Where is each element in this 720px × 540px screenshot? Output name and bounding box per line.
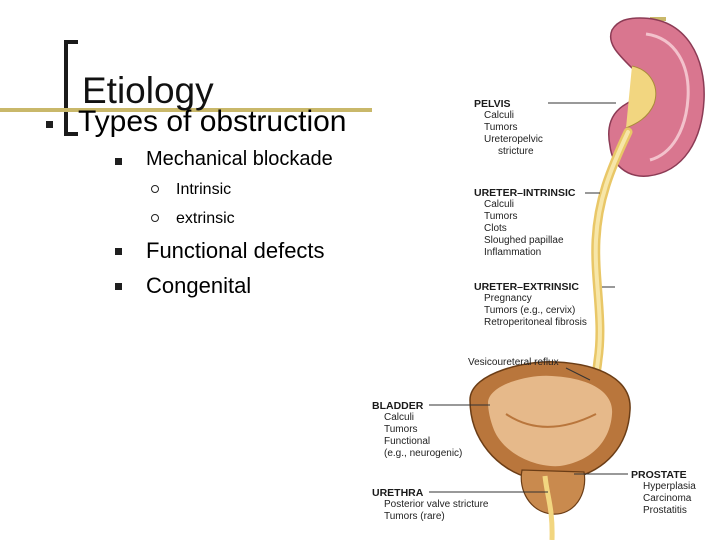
- bladder-header: BLADDER: [372, 400, 424, 412]
- prostate-item: Carcinoma: [643, 493, 692, 504]
- ureter-extrinsic-header: URETER–EXTRINSIC: [474, 281, 580, 293]
- sub-sub-bullet-extrinsic: extrinsic: [176, 210, 235, 227]
- bullet-square-icon: [115, 158, 122, 165]
- main-bullet-text: Types of obstruction: [78, 105, 347, 138]
- pelvis-item: Tumors: [484, 122, 518, 133]
- prostate-header: PROSTATE: [631, 469, 687, 481]
- sub-bullet-congenital: Congenital: [146, 273, 252, 298]
- bladder-item: (e.g., neurogenic): [384, 448, 463, 459]
- pelvis-header: PELVIS: [474, 98, 511, 110]
- ureter-intrinsic-item: Calculi: [484, 199, 515, 210]
- pelvis-item: stricture: [498, 146, 534, 157]
- prostate-label: PROSTATE Hyperplasia Carcinoma Prostatit…: [631, 469, 696, 517]
- ureter-extrinsic-item: Pregnancy: [484, 293, 532, 304]
- urethra-header: URETHRA: [372, 487, 424, 499]
- bladder-item: Functional: [384, 436, 431, 447]
- sub-sub-bullet-intrinsic: Intrinsic: [176, 181, 232, 198]
- vesicoureteral-label: Vesicoureteral reflux: [468, 357, 559, 368]
- bullet-square-icon: [115, 283, 122, 290]
- ureter-intrinsic-label: URETER–INTRINSIC Calculi Tumors Clots Sl…: [474, 187, 576, 259]
- bladder-label: BLADDER Calculi Tumors Functional (e.g.,…: [372, 400, 462, 460]
- ureter-intrinsic-item: Clots: [484, 223, 507, 234]
- bullet-square-icon: [46, 121, 53, 128]
- slide-title: Etiology: [82, 70, 214, 111]
- urethra-item: Tumors (rare): [384, 511, 445, 522]
- ureter-extrinsic-item: Tumors (e.g., cervix): [484, 305, 576, 316]
- ureter-intrinsic-item: Tumors: [484, 211, 518, 222]
- ureter-extrinsic-item: Retroperitoneal fibrosis: [484, 317, 587, 328]
- pelvis-item: Calculi: [484, 110, 515, 121]
- ureter-intrinsic-item: Sloughed papillae: [484, 235, 564, 246]
- prostate-item: Prostatitis: [643, 505, 687, 516]
- bullet-ring-icon: [151, 185, 159, 193]
- bladder-item: Calculi: [384, 412, 415, 423]
- prostate-item: Hyperplasia: [643, 481, 696, 492]
- ureter-extrinsic-label: URETER–EXTRINSIC Pregnancy Tumors (e.g.,…: [474, 281, 587, 329]
- ureter-intrinsic-header: URETER–INTRINSIC: [474, 187, 576, 199]
- bullet-square-icon: [115, 248, 122, 255]
- title-bracket: [64, 40, 78, 136]
- title-underline: [0, 108, 372, 112]
- bullet-ring-icon: [151, 214, 159, 222]
- sub-bullet-functional: Functional defects: [146, 238, 325, 263]
- pelvis-item: Ureteropelvic: [484, 134, 543, 145]
- corner-accent: [650, 17, 666, 21]
- sub-bullet-mechanical: Mechanical blockade: [146, 148, 333, 170]
- urethra-item: Posterior valve stricture: [384, 499, 489, 510]
- pelvis-label: PELVIS Calculi Tumors Ureteropelvic stri…: [474, 98, 543, 158]
- ureter-intrinsic-item: Inflammation: [484, 247, 542, 258]
- bladder-item: Tumors: [384, 424, 418, 435]
- urethra-label: URETHRA Posterior valve stricture Tumors…: [372, 487, 488, 523]
